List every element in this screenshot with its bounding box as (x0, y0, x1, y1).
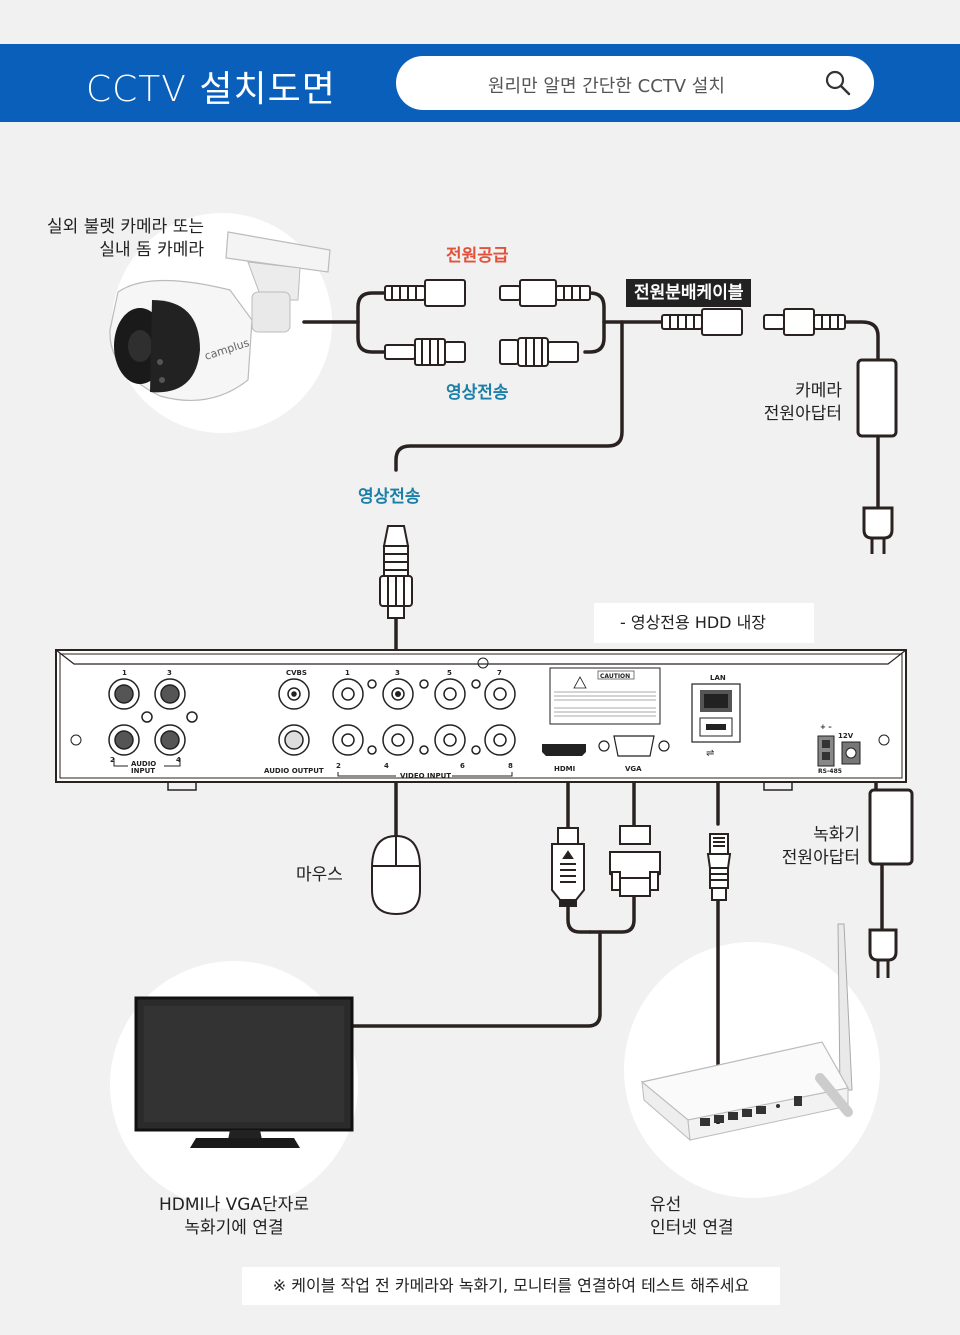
video-input-label: VIDEO INPUT (400, 772, 451, 780)
page-title: CCTV 설치도면 (86, 69, 336, 110)
camera-adapter-icon (856, 358, 898, 438)
caution-title: CAUTION (600, 673, 630, 680)
ch-video-1: 1 (345, 669, 350, 677)
ch-audio-2: 2 (110, 756, 115, 764)
mouse-label: 마우스 (296, 865, 343, 885)
rs485-label: RS-485 (818, 768, 842, 775)
recorder-adapter-label: 녹화기 전원아답터 (781, 825, 860, 868)
dc-connector-right (499, 279, 591, 307)
ch-audio-1: 1 (122, 669, 127, 677)
video-transmission-top-label: 영상전송 (446, 383, 509, 403)
plug-icon-recorder (868, 928, 898, 978)
audio-input-ports (108, 678, 198, 756)
plug-icon (862, 506, 894, 554)
search-icon[interactable] (824, 69, 852, 97)
router-icon (640, 923, 853, 1142)
search-bar[interactable]: 원리만 알면 간단한 CCTV 설치 (396, 56, 874, 110)
cvbs-label: CVBS (286, 669, 307, 677)
monitor-label: HDMI나 VGA단자로 녹화기에 연결 (159, 1195, 309, 1238)
lan-label: LAN (710, 674, 726, 682)
bnc-connector-icon-left (384, 338, 466, 366)
router-lan-ports (700, 1096, 802, 1126)
monitor-icon (134, 996, 354, 1148)
dc-connector-left (384, 279, 466, 307)
power-split-cable-label: 전원분배케이블 (626, 279, 752, 307)
vga-port (598, 735, 670, 757)
cvbs-port (278, 678, 310, 710)
vga-connector-icon (609, 825, 661, 897)
ch-video-8: 8 (508, 762, 513, 770)
dc-split-connector (661, 308, 846, 336)
bnc-connector-icon-vertical (379, 525, 413, 619)
ch-video-5: 5 (447, 669, 452, 677)
ch-audio-3: 3 (167, 669, 172, 677)
hdd-note: - 영상전용 HDD 내장 (594, 603, 814, 643)
ch-audio-4: 4 (176, 756, 181, 764)
video-transmission-mid-label: 영상전송 (358, 487, 421, 507)
video-input-ports (332, 678, 516, 756)
ch-video-6: 6 (460, 762, 465, 770)
bnc-connector-icon-right (499, 337, 579, 367)
search-text: 원리만 알면 간단한 CCTV 설치 (488, 76, 725, 97)
svg-text:+ –: + – (820, 723, 832, 731)
camera-icon: camplus (109, 231, 331, 402)
power-label: 12V (838, 732, 854, 740)
ch-video-2: 2 (336, 762, 341, 770)
hdmi-label: HDMI (554, 765, 575, 773)
ch-video-7: 7 (497, 669, 502, 677)
camera-adapter-label: 카메라 전원아답터 (763, 381, 842, 424)
lan-connector-icon (706, 833, 732, 901)
ch-video-3: 3 (395, 669, 400, 677)
mouse-icon (371, 834, 421, 916)
power-supply-label: 전원공급 (446, 246, 509, 266)
hdmi-connector-icon (551, 827, 585, 907)
audio-output-port (278, 724, 310, 756)
usb-icon: ⇌ (706, 748, 714, 759)
hdmi-port (542, 744, 586, 756)
audio-output-label: AUDIO OUTPUT (264, 767, 324, 775)
bottom-note: ※ 케이블 작업 전 카메라와 녹화기, 모니터를 연결하여 테스트 해주세요 (242, 1267, 780, 1305)
router-label: 유선 인터넷 연결 (650, 1195, 734, 1238)
recorder-adapter-icon (868, 788, 914, 866)
camera-label: 실외 불렛 카메라 또는 실내 돔 카메라 (47, 217, 204, 260)
vga-label: VGA (625, 765, 642, 773)
ch-video-4: 4 (384, 762, 389, 770)
